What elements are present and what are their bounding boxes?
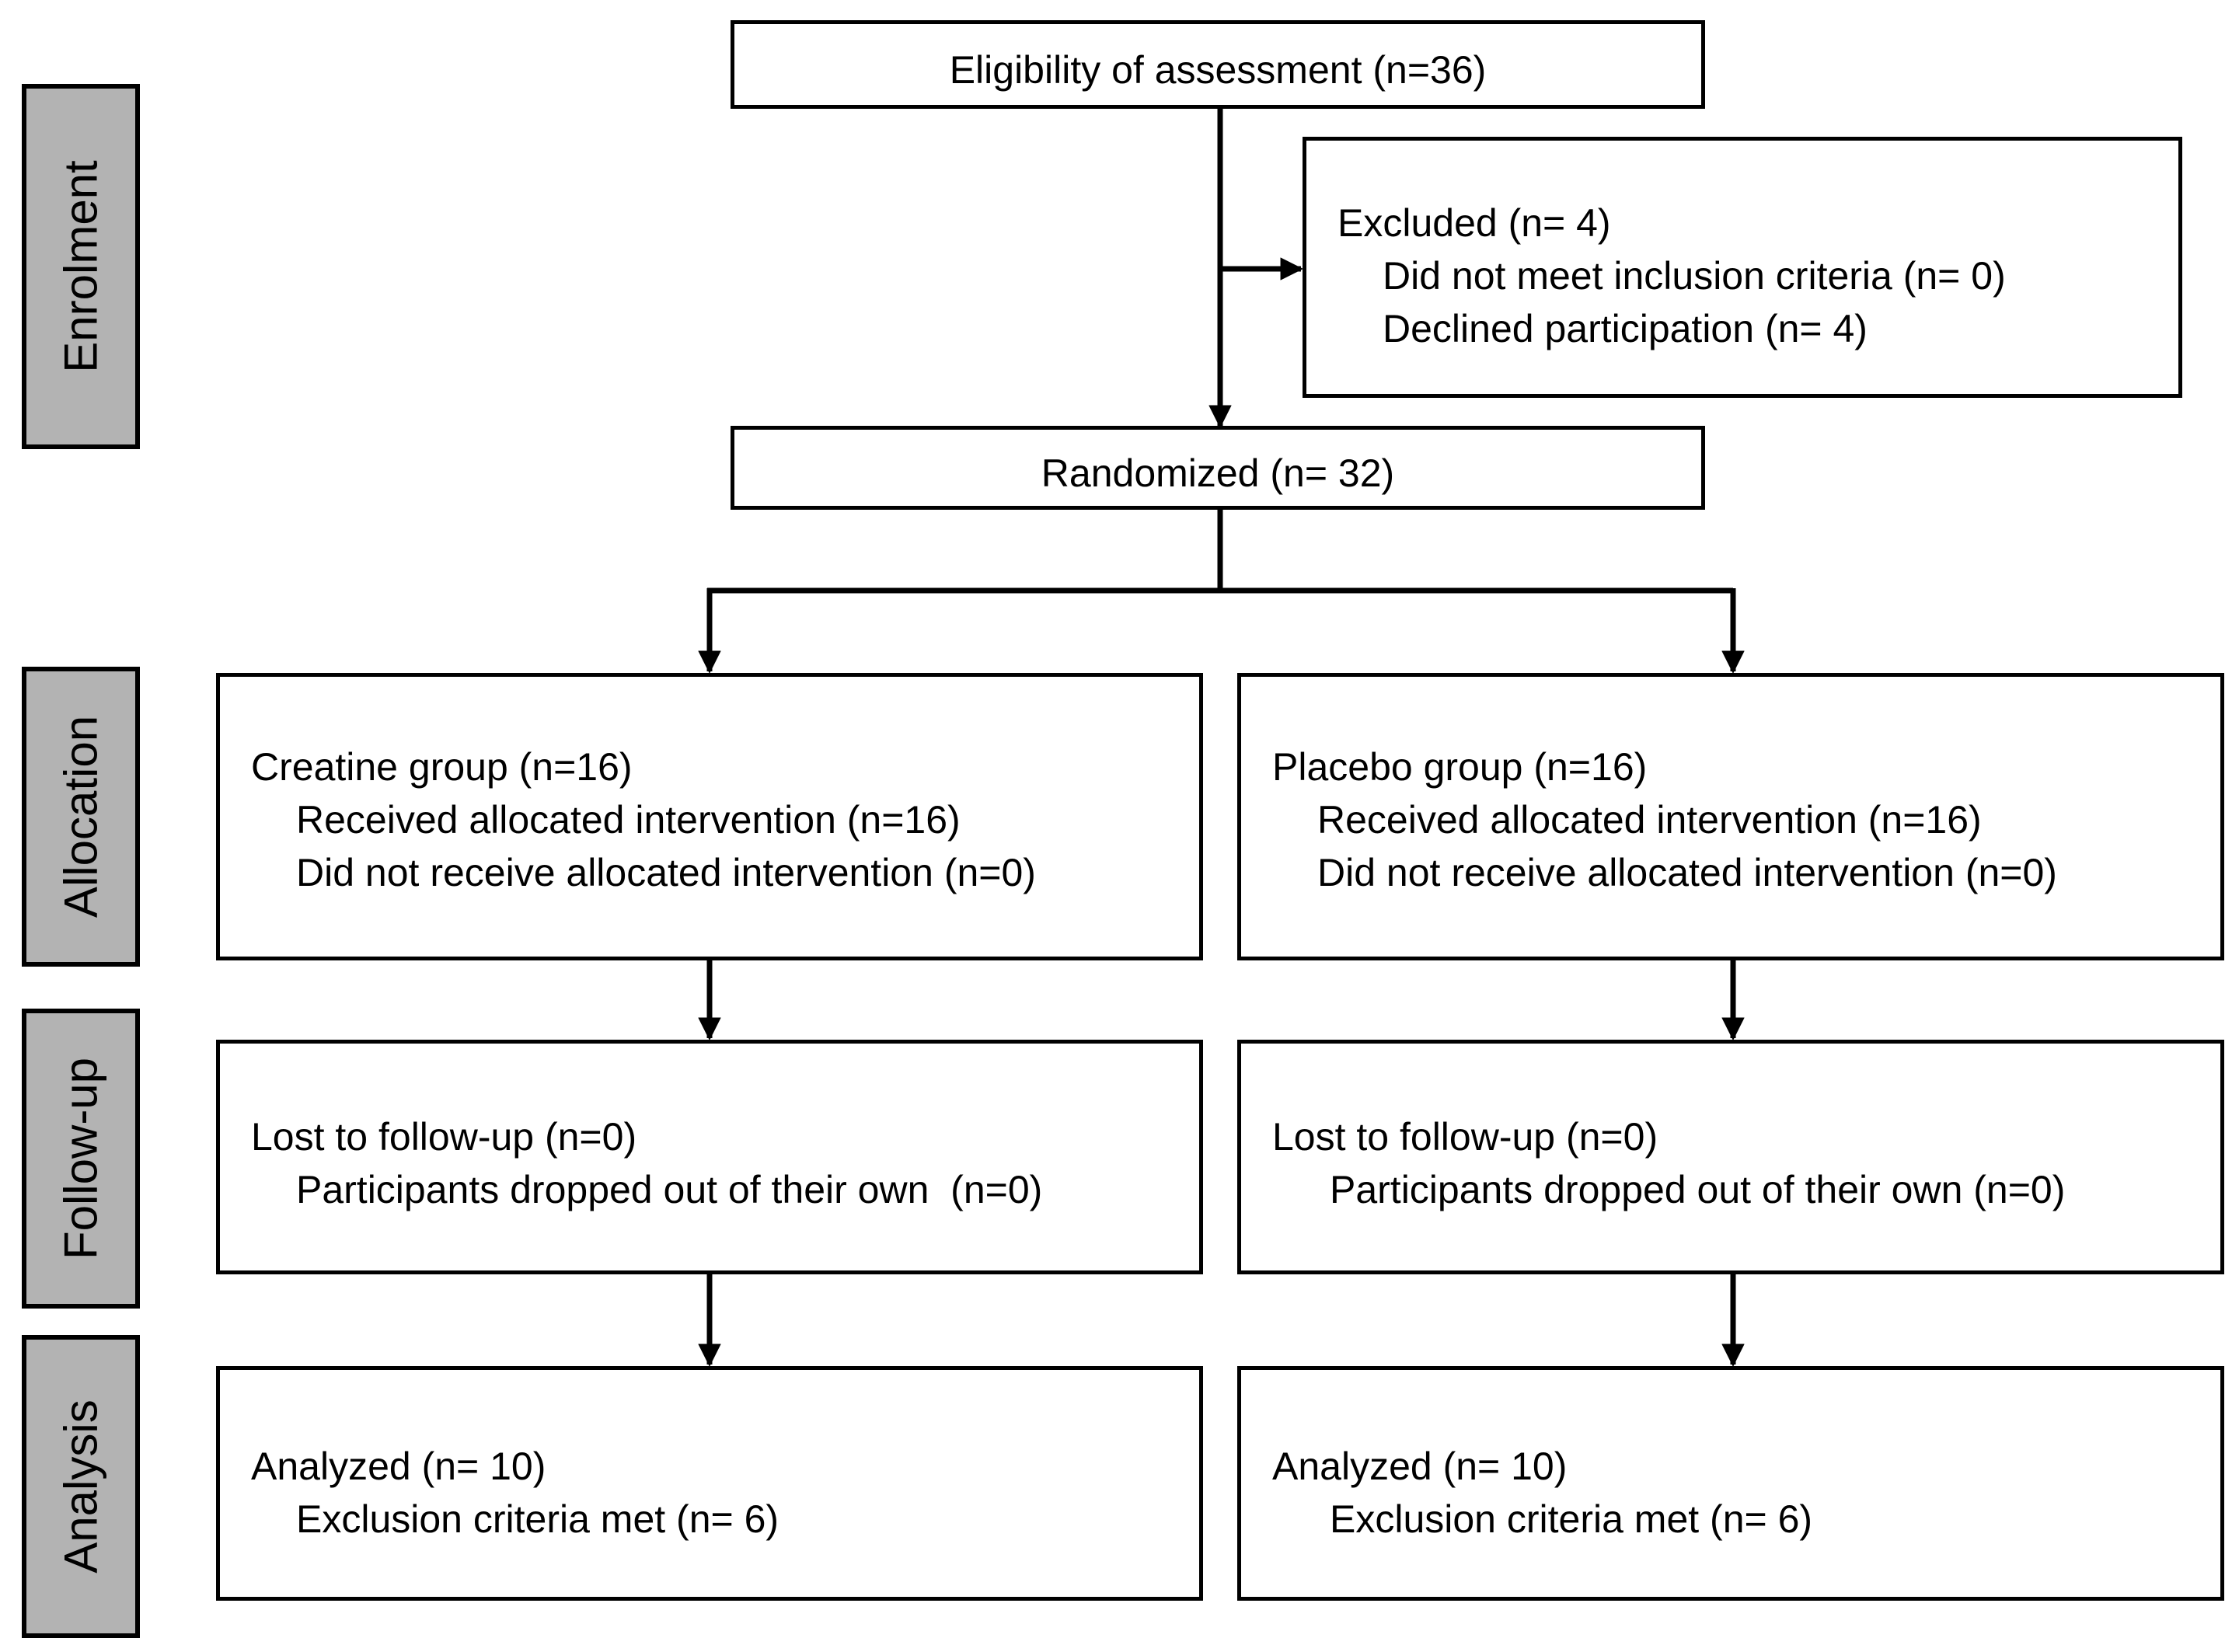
stage-label-follow-up: Follow-up	[54, 1057, 107, 1260]
creatine-allocation-box: Creatine group (n=16) Received allocated…	[216, 673, 1203, 960]
placebo-analysis-title: Analyzed (n= 10)	[1272, 1445, 1568, 1488]
placebo-allocation-line: Did not receive allocated intervention (…	[1317, 851, 2057, 894]
stage-follow-up: Follow-up	[22, 1009, 140, 1309]
excluded-line: Declined participation (n= 4)	[1383, 307, 1868, 350]
placebo-analysis-box: Analyzed (n= 10) Exclusion criteria met …	[1237, 1366, 2224, 1601]
creatine-follow-up-title: Lost to follow-up (n=0)	[251, 1115, 637, 1159]
creatine-analysis-box: Analyzed (n= 10) Exclusion criteria met …	[216, 1366, 1203, 1601]
eligibility-title: Eligibility of assessment (n=36)	[949, 48, 1487, 92]
stage-label-analysis: Analysis	[54, 1399, 107, 1574]
excluded-box: Excluded (n= 4) Did not meet inclusion c…	[1303, 137, 2182, 398]
creatine-group-title: Creatine group (n=16)	[251, 745, 633, 789]
placebo-analysis-line: Exclusion criteria met (n= 6)	[1330, 1497, 1813, 1541]
placebo-allocation-line: Received allocated intervention (n=16)	[1317, 798, 1982, 842]
stage-enrolment: Enrolment	[22, 84, 140, 449]
excluded-line: Did not meet inclusion criteria (n= 0)	[1383, 254, 2006, 298]
placebo-follow-up-box: Lost to follow-up (n=0) Participants dro…	[1237, 1040, 2224, 1274]
placebo-follow-up-title: Lost to follow-up (n=0)	[1272, 1115, 1658, 1159]
creatine-analysis-title: Analyzed (n= 10)	[251, 1445, 546, 1488]
placebo-follow-up-line: Participants dropped out of their own (n…	[1330, 1168, 2066, 1211]
creatine-analysis-line: Exclusion criteria met (n= 6)	[296, 1497, 779, 1541]
randomized-box: Randomized (n= 32)	[731, 426, 1705, 510]
creatine-follow-up-line: Participants dropped out of their own (n…	[296, 1168, 1043, 1211]
creatine-allocation-line: Received allocated intervention (n=16)	[296, 798, 961, 842]
eligibility-box: Eligibility of assessment (n=36)	[731, 20, 1705, 109]
stage-allocation: Allocation	[22, 667, 140, 967]
stage-analysis: Analysis	[22, 1335, 140, 1638]
stage-label-enrolment: Enrolment	[54, 160, 107, 373]
stage-label-allocation: Allocation	[54, 715, 107, 918]
excluded-title: Excluded (n= 4)	[1337, 201, 1611, 245]
placebo-group-title: Placebo group (n=16)	[1272, 745, 1648, 789]
creatine-follow-up-box: Lost to follow-up (n=0) Participants dro…	[216, 1040, 1203, 1274]
placebo-allocation-box: Placebo group (n=16) Received allocated …	[1237, 673, 2224, 960]
randomized-title: Randomized (n= 32)	[1041, 451, 1395, 495]
creatine-allocation-line: Did not receive allocated intervention (…	[296, 851, 1036, 894]
